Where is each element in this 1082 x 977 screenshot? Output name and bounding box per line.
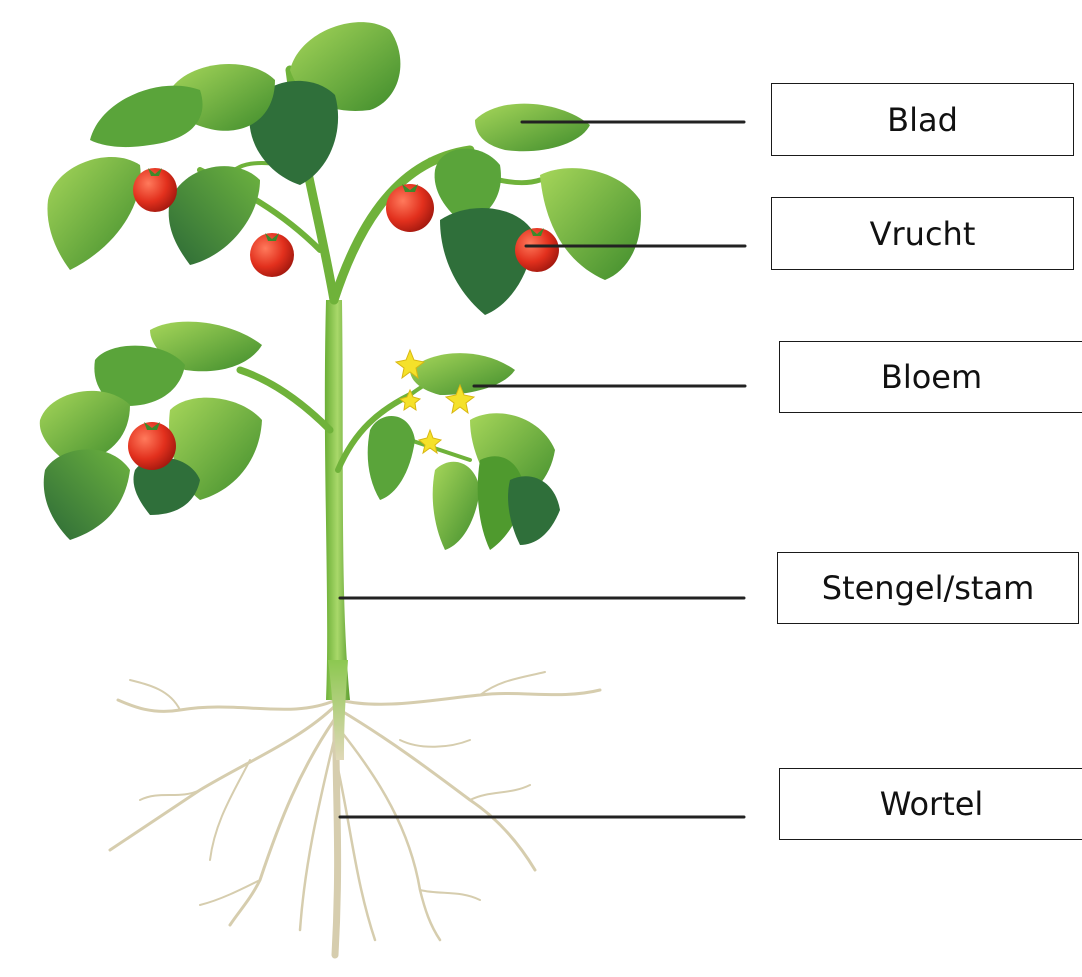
label-root: Wortel <box>779 768 1082 840</box>
label-flower: Bloem <box>779 341 1082 413</box>
label-stem: Stengel/stam <box>777 552 1079 624</box>
main-stem <box>325 300 350 700</box>
roots <box>110 672 600 955</box>
label-leaf: Blad <box>771 83 1074 156</box>
label-fruit: Vrucht <box>771 197 1074 270</box>
